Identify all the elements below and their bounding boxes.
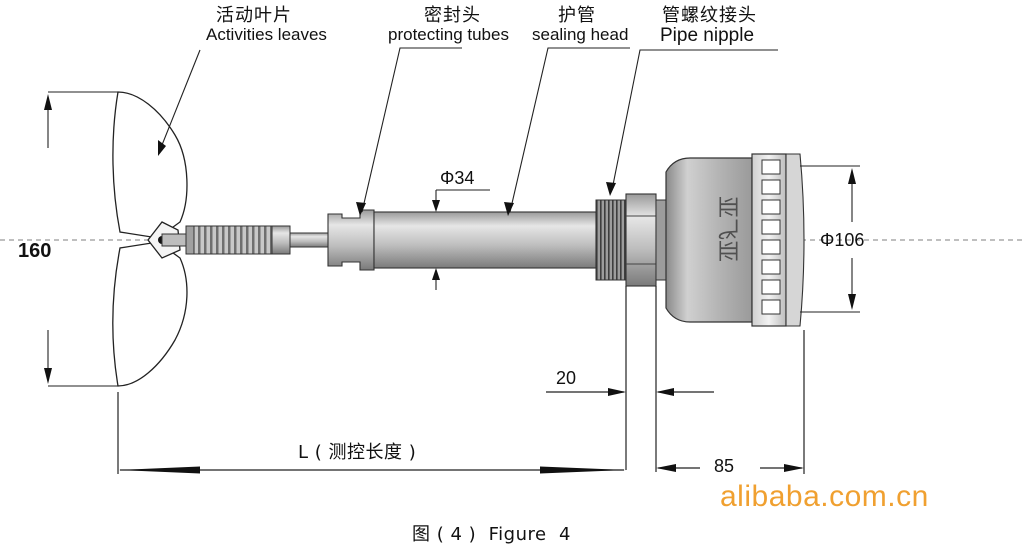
dim-phi34-arrow-top	[432, 200, 440, 212]
dim-160-label: 160	[18, 240, 52, 262]
dim-20-arrow-right	[656, 388, 674, 396]
pipe-thread	[595, 199, 627, 281]
tube-label-cn: 护管	[558, 5, 596, 26]
seal-label-cn: 密封头	[424, 5, 481, 26]
nipple-label-cn: 管螺纹接头	[662, 5, 757, 26]
dim-85-arrow-left	[656, 464, 676, 472]
head-cover	[785, 153, 805, 327]
leader-arrow-leaves	[158, 140, 166, 156]
leaves-label-en: Activities leaves	[206, 25, 327, 44]
shaft-rear	[289, 232, 329, 248]
dim-phi106-label: Φ106	[820, 230, 865, 250]
dim-L-label: L ( 测控长度 )	[298, 442, 417, 463]
dim-85-label: 85	[714, 456, 735, 476]
leader-arrow-nipple	[606, 182, 616, 196]
dim-20-arrow-left	[608, 388, 626, 396]
shaft-nut	[271, 225, 291, 255]
leader-arrow-tube	[504, 202, 514, 216]
leader-arrow-seal	[356, 202, 366, 216]
dim-20-label: 20	[556, 368, 577, 388]
spring	[193, 225, 273, 255]
figure-caption: 图 ( 4 ) Figure 4	[412, 524, 571, 545]
cap-ribs	[761, 159, 781, 315]
leaf-upper	[112, 91, 188, 239]
dim-L-arrow-right	[540, 466, 626, 474]
hex-nut	[625, 193, 657, 287]
dim-phi34-arrow-bottom	[432, 268, 440, 280]
dim-85	[658, 330, 805, 474]
dim-160	[47, 91, 118, 387]
tube-label-en: sealing head	[532, 25, 629, 44]
watermark: alibaba.com.cn	[720, 480, 929, 513]
seal-head	[327, 209, 375, 271]
hex-neck	[655, 199, 667, 281]
dim-phi106-arrow-top	[848, 168, 856, 184]
seal-label-en: protecting tubes	[388, 25, 509, 44]
dim-160-arrow-bottom	[44, 368, 52, 384]
leader-lines	[159, 47, 778, 213]
dim-phi106-arrow-bottom	[848, 294, 856, 310]
dim-phi34-label: Φ34	[440, 168, 475, 188]
protection-tube	[373, 211, 597, 269]
dim-160-arrow-top	[44, 94, 52, 110]
leaf-lower	[112, 241, 188, 387]
dim-85-arrow-right	[784, 464, 804, 472]
nipple-label-en: Pipe nipple	[660, 25, 755, 46]
dim-L-arrow-left	[118, 466, 200, 474]
collar	[185, 225, 195, 255]
leaves-label-cn: 活动叶片	[216, 5, 292, 26]
brand-mark: 亚飞亚	[714, 196, 739, 262]
